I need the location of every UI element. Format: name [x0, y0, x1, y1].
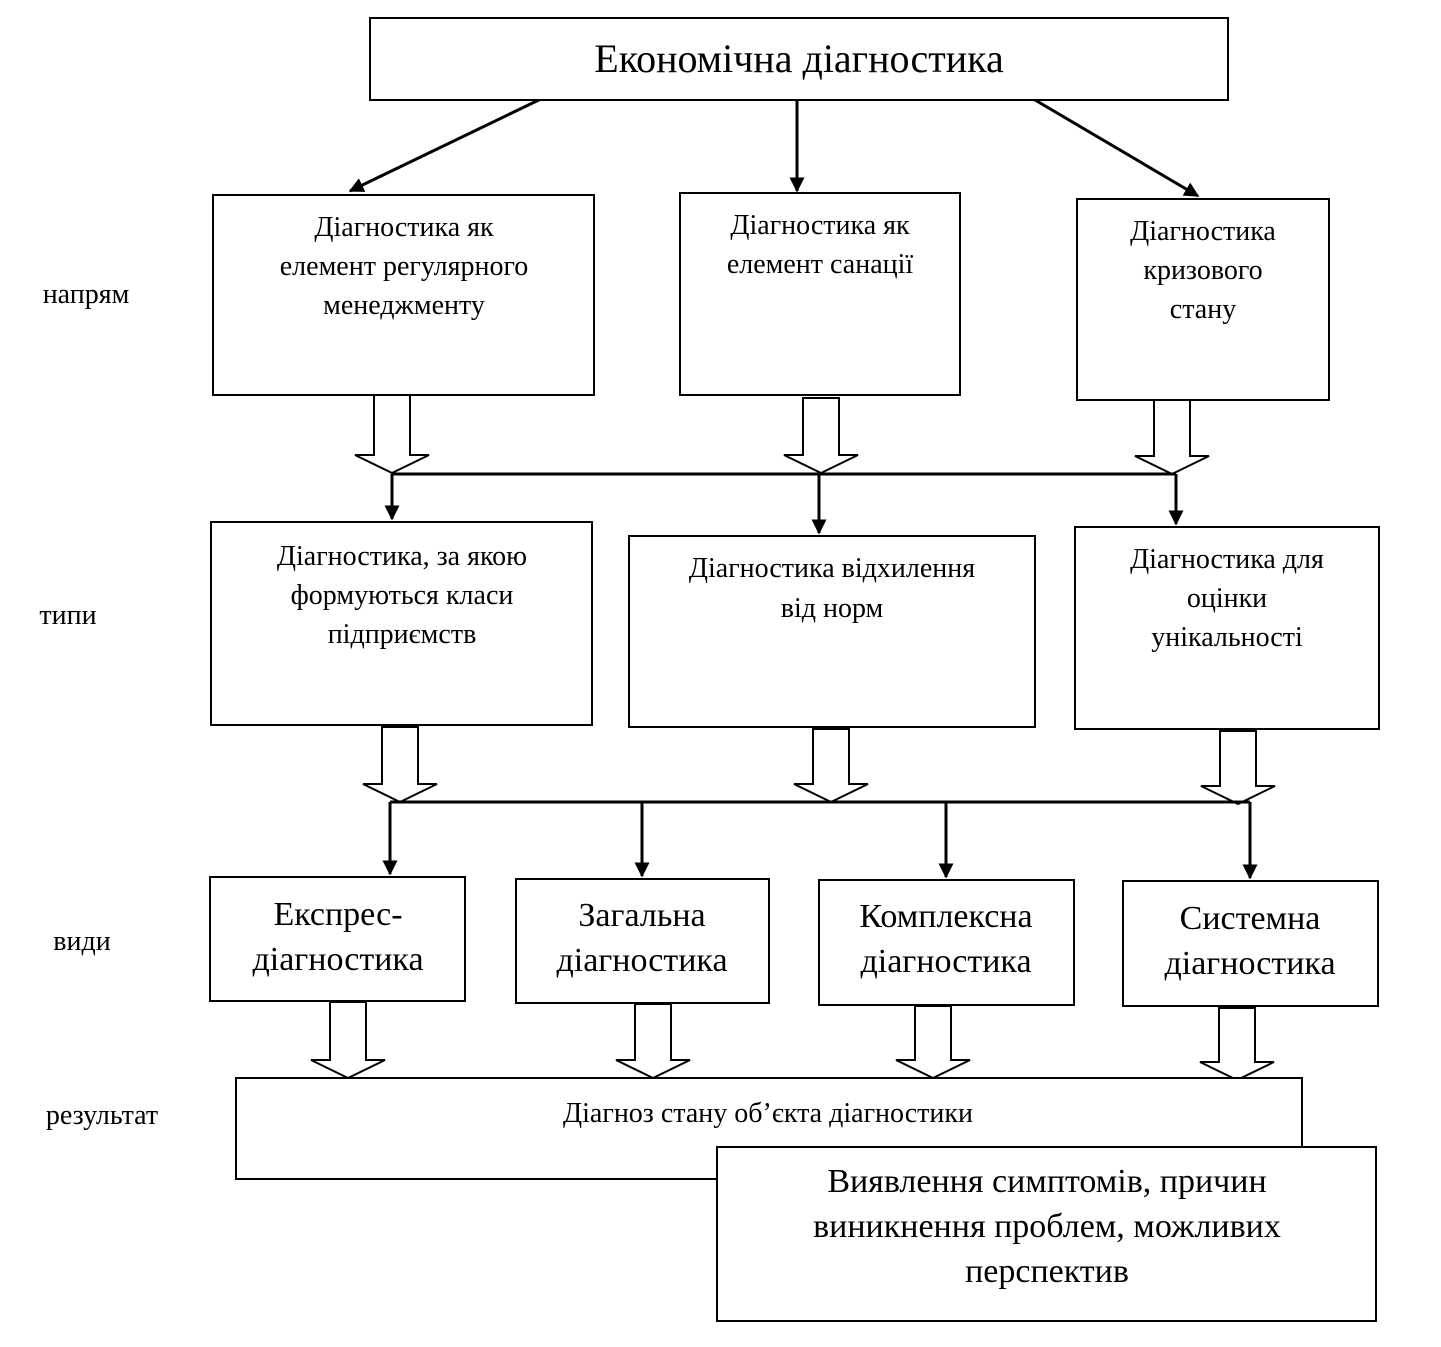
arrow-connector	[1029, 95, 1200, 198]
direction-box	[1076, 198, 1330, 401]
type-box	[210, 521, 593, 726]
block-arrow-connector	[1134, 399, 1210, 476]
kind-line: Системна	[1180, 900, 1321, 937]
direction-line: Діагностика	[1130, 216, 1276, 247]
title-box	[369, 17, 1229, 101]
kind-box	[209, 876, 466, 1002]
direction-box	[679, 192, 961, 396]
kind-line: Комплексна	[859, 898, 1032, 935]
type-box	[628, 535, 1036, 728]
type-line: підприємств	[328, 619, 477, 650]
type-box	[1074, 526, 1380, 730]
block-arrow-connector	[895, 1005, 971, 1080]
block-arrow-connector	[1199, 1007, 1275, 1082]
kind-box	[1122, 880, 1379, 1007]
kind-line: Загальна	[578, 897, 705, 934]
result-detail-line: Виявлення симптомів, причин	[827, 1163, 1266, 1200]
direction-line: елемент санації	[727, 249, 914, 280]
type-line: формуються класи	[291, 580, 514, 611]
direction-box	[212, 194, 595, 396]
kind-line: Експрес-	[273, 896, 402, 933]
direction-line: Діагностика як	[730, 210, 910, 241]
direction-line: менеджменту	[323, 290, 485, 321]
kind-box	[818, 879, 1075, 1006]
type-line: Діагностика відхилення	[689, 553, 975, 584]
type-line: оцінки	[1187, 583, 1267, 614]
type-line: унікальності	[1151, 622, 1303, 653]
block-arrow-connector	[1200, 730, 1276, 806]
block-arrow-connector	[783, 397, 859, 475]
block-arrow-connector	[354, 394, 430, 475]
row-label-kinds: види	[53, 926, 110, 957]
type-node-deviation: Діагностика відхилення від норм	[628, 535, 1036, 728]
arrow-connector	[348, 95, 546, 193]
kind-line: діагностика	[860, 943, 1031, 980]
result-detail-box	[716, 1146, 1377, 1322]
kind-line: діагностика	[556, 942, 727, 979]
result-detail-node: Виявлення симптомів, причин виникнення п…	[716, 1146, 1377, 1322]
type-line: Діагностика, за якою	[277, 541, 527, 572]
kind-node-system: Системна діагностика	[1122, 880, 1379, 1007]
result-main-text: Діагноз стану об’єкта діагностики	[563, 1098, 973, 1129]
title-text: Економічна діагностика	[594, 36, 1004, 81]
result-detail-line: перспектив	[965, 1253, 1129, 1290]
direction-line: елемент регулярного	[280, 251, 529, 282]
connectors	[310, 95, 1276, 1082]
direction-line: кризового	[1143, 255, 1262, 286]
kind-node-express: Експрес- діагностика	[209, 876, 466, 1002]
direction-line: Діагностика як	[314, 212, 494, 243]
direction-node-regular: Діагностика як елемент регулярного менед…	[212, 194, 595, 396]
type-line: Діагностика для	[1130, 544, 1324, 575]
type-node-classes: Діагностика, за якою формуються класи пі…	[210, 521, 593, 726]
row-label-types: типи	[39, 600, 96, 631]
type-line: від норм	[781, 593, 884, 624]
direction-node-crisis: Діагностика кризового стану	[1076, 198, 1330, 401]
kind-line: діагностика	[252, 941, 423, 978]
direction-line: стану	[1170, 294, 1236, 325]
block-arrow-connector	[615, 1003, 691, 1080]
row-label-directions: напрям	[43, 279, 130, 310]
kind-box	[515, 878, 770, 1004]
title-node: Економічна діагностика	[369, 17, 1229, 101]
kind-node-complex: Комплексна діагностика	[818, 879, 1075, 1006]
direction-node-sanation: Діагностика як елемент санації	[679, 192, 961, 396]
block-arrow-connector	[362, 726, 438, 804]
block-arrow-connector	[310, 1001, 386, 1080]
row-label-result: результат	[46, 1100, 158, 1131]
kind-node-general: Загальна діагностика	[515, 878, 770, 1004]
result-detail-line: виникнення проблем, можливих	[813, 1208, 1281, 1245]
type-node-uniqueness: Діагностика для оцінки унікальності	[1074, 526, 1380, 730]
kind-line: діагностика	[1164, 945, 1335, 982]
block-arrow-connector	[793, 728, 869, 804]
